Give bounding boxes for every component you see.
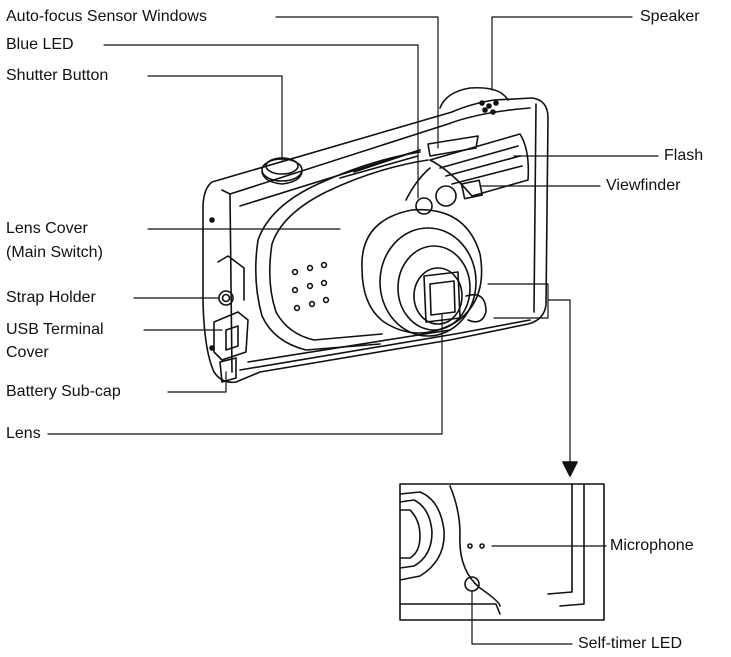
inset-arrow [562,461,578,477]
flash-drawing [429,133,530,197]
autofocus-window-drawing [339,135,479,179]
label-blue-led: Blue LED [6,36,74,53]
blue-led-drawing [405,167,433,215]
label-microphone: Microphone [610,537,694,554]
label-viewfinder: Viewfinder [606,177,681,194]
leader-lines [47,16,659,463]
inset-leader-lines [471,545,607,645]
battery-subcap-drawing [209,217,237,383]
lens-cover-drawing [254,151,429,351]
label-speaker: Speaker [640,8,700,25]
label-main-switch: (Main Switch) [6,244,103,261]
label-shutter-button: Shutter Button [6,67,109,84]
speaker-grille [439,86,509,115]
label-usb-terminal: USB Terminal [6,321,104,338]
usb-cover-drawing [213,311,249,361]
label-lens-cover: Lens Cover [6,220,88,237]
label-battery-sub-cap: Battery Sub-cap [6,383,121,400]
inset-detail [399,483,605,621]
label-self-timer-led: Self-timer LED [578,635,683,652]
label-strap-holder: Strap Holder [6,289,96,306]
label-usb-cover: Cover [6,344,49,361]
lens-drawing [361,208,487,337]
label-flash: Flash [664,147,704,164]
label-lens: Lens [6,425,41,442]
strap-holder-drawing [217,255,245,306]
label-autofocus-sensor-windows: Auto-focus Sensor Windows [6,8,207,25]
viewfinder-drawing [435,179,484,207]
